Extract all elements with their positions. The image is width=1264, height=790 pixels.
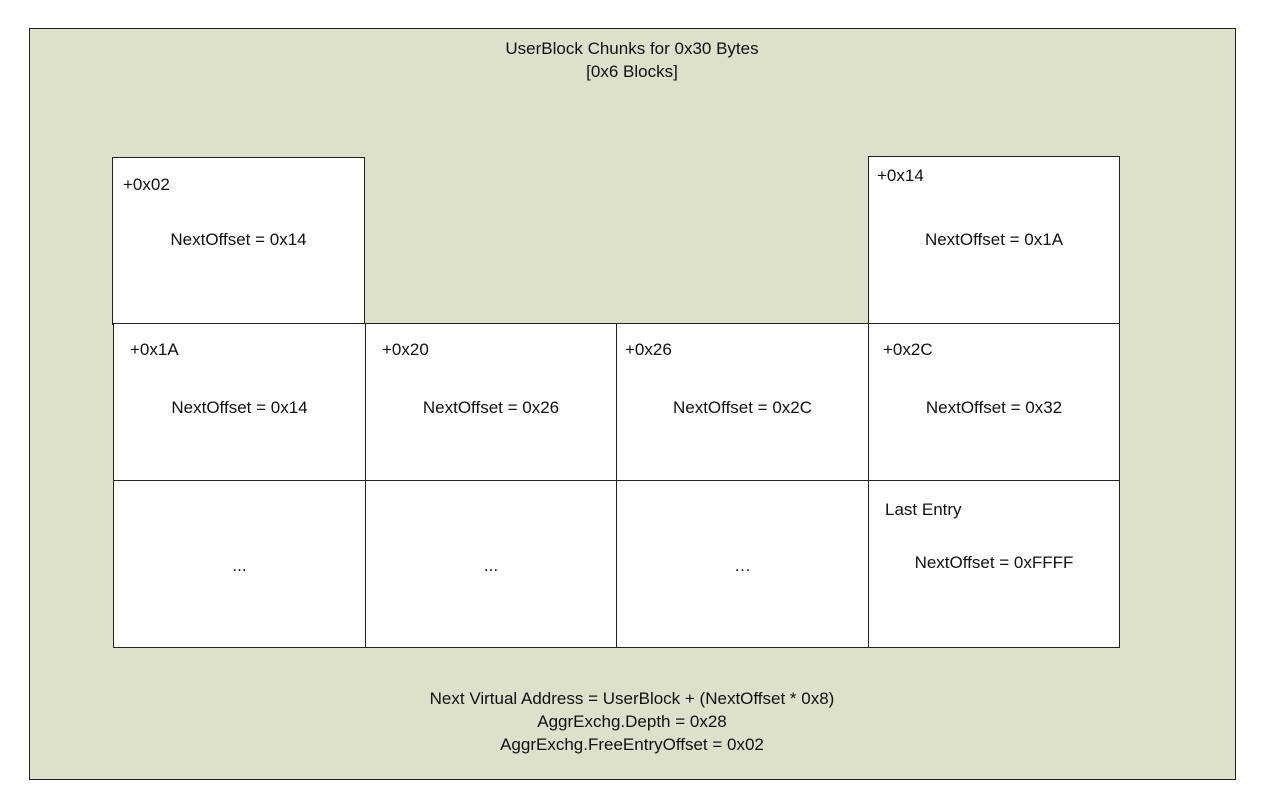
chunk-0x26: +0x26 NextOffset = 0x2C <box>616 323 869 481</box>
chunk-next-offset: NextOffset = 0x14 <box>170 230 307 249</box>
chunk-next-offset: NextOffset = 0x14 <box>171 398 308 417</box>
aggrexchg-free-entry-offset: AggrExchg.FreeEntryOffset = 0x02 <box>500 735 764 754</box>
ellipsis-text: … <box>734 556 751 575</box>
diagram-title: UserBlock Chunks for 0x30 Bytes <box>505 39 759 58</box>
chunk-next-offset: NextOffset = 0xFFFF <box>914 553 1074 572</box>
chunk-offset-label: +0x1A <box>130 340 179 359</box>
ellipsis-text: ... <box>232 556 247 575</box>
chunk-next-offset: NextOffset = 0x32 <box>925 398 1063 417</box>
chunk-0x14: +0x14 NextOffset = 0x1A <box>868 156 1120 324</box>
chunk-0x02: +0x02 NextOffset = 0x14 <box>112 157 365 325</box>
chunk-ellipsis-3: … <box>616 480 869 648</box>
aggrexchg-depth: AggrExchg.Depth = 0x28 <box>537 712 727 731</box>
chunk-0x20: +0x20 NextOffset = 0x26 <box>365 323 617 481</box>
chunk-next-offset: NextOffset = 0x2C <box>672 398 813 417</box>
chunk-offset-label: +0x14 <box>877 166 924 185</box>
chunk-0x2C: +0x2C NextOffset = 0x32 <box>868 323 1120 481</box>
chunk-0x1A: +0x1A NextOffset = 0x14 <box>113 323 366 481</box>
chunk-ellipsis-2: ... <box>365 480 617 648</box>
chunk-offset-label: +0x26 <box>625 340 672 359</box>
next-address-formula: Next Virtual Address = UserBlock + (Next… <box>429 689 835 708</box>
chunk-next-offset: NextOffset = 0x26 <box>422 398 560 417</box>
chunk-offset-label: +0x02 <box>123 175 170 194</box>
chunk-ellipsis-1: ... <box>113 480 366 648</box>
chunk-offset-label: +0x20 <box>382 340 429 359</box>
diagram-subtitle: [0x6 Blocks] <box>586 62 678 81</box>
chunk-last-entry: Last Entry NextOffset = 0xFFFF <box>868 480 1120 648</box>
ellipsis-text: ... <box>483 556 499 575</box>
chunk-next-offset: NextOffset = 0x1A <box>924 230 1064 249</box>
last-entry-label: Last Entry <box>885 500 962 519</box>
chunk-offset-label: +0x2C <box>883 340 933 359</box>
